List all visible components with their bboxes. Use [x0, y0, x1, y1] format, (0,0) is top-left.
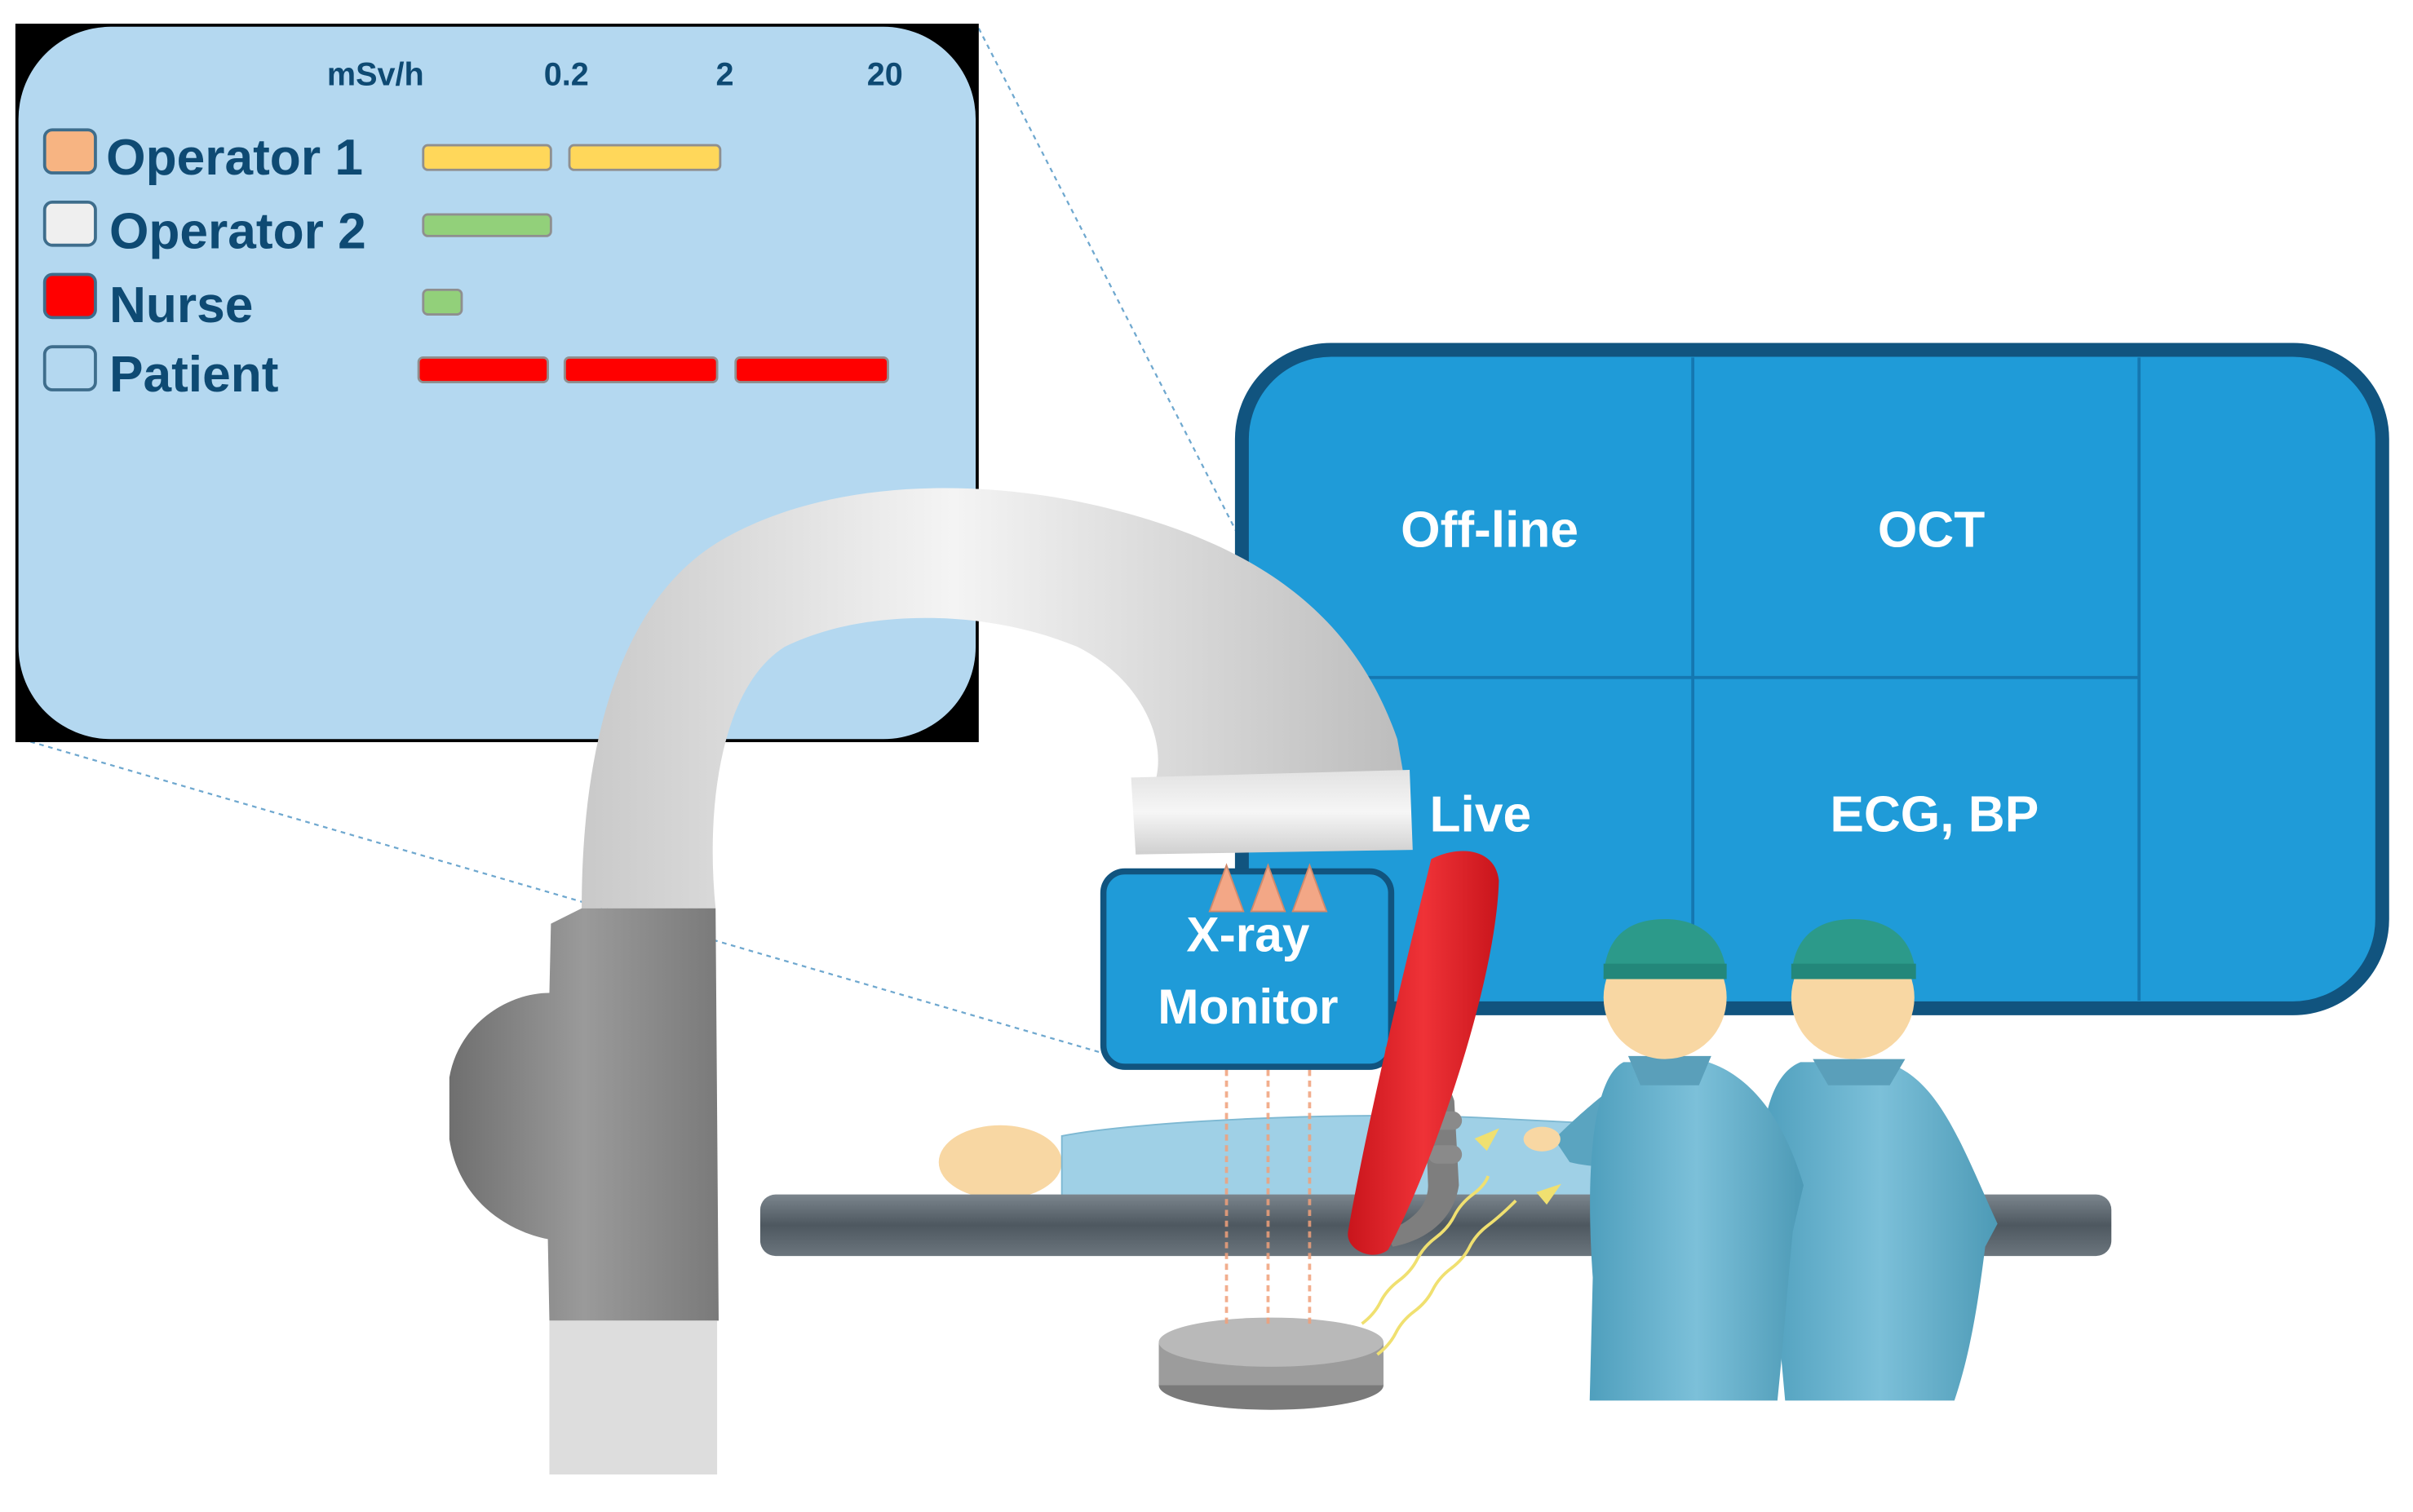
- room-monitor: Off-line OCT Live ECG, BP: [1234, 343, 2389, 1015]
- patient-dose-bar: [417, 356, 550, 384]
- operator-1-hand: [1523, 1126, 1561, 1152]
- operator-1-gown: [1589, 1062, 1804, 1401]
- monitor-cell-ecg-bp: ECG, BP: [1830, 786, 2039, 842]
- nurse-label: Nurse: [109, 277, 253, 334]
- operator-2-collar: [1813, 1059, 1906, 1085]
- patient-dose-bar: [563, 356, 719, 384]
- xray-monitor-label: X-ray: [1186, 907, 1309, 962]
- c-arm-arch: [582, 488, 1409, 909]
- scale-tick-label: 20: [867, 56, 903, 92]
- operator-2-dose-bar: [422, 213, 552, 237]
- monitor-cell-oct: OCT: [1878, 502, 1985, 558]
- operator-1-label: Operator 1: [106, 130, 363, 186]
- xray-dose-monitor: X-ray Monitor: [1100, 868, 1395, 1070]
- monitor-cell-live: Live: [1430, 786, 1532, 842]
- operator-2-figure: [1762, 918, 1998, 1401]
- xray-monitor-box: [1100, 868, 1395, 1070]
- scale-tick-label: 0.2: [544, 56, 589, 92]
- operator-1-collar: [1627, 1055, 1711, 1085]
- operator-2-cap-band: [1791, 963, 1916, 979]
- operator-2-label: Operator 2: [109, 203, 366, 259]
- c-arm-joint: [449, 908, 719, 1321]
- c-arm-gantry: [449, 488, 1413, 1474]
- xray-source: [1158, 1317, 1384, 1410]
- beam-arrowheads: [1208, 863, 1328, 913]
- image-detector: [1131, 769, 1413, 855]
- radiation-shield: [1348, 851, 1499, 1255]
- operator-1-figure: [1523, 918, 1804, 1401]
- nurse-dose-bar: [422, 288, 463, 316]
- zoom-guide-lines: [21, 28, 1251, 1060]
- patient-swatch: [42, 345, 97, 391]
- operator-1-swatch: [42, 128, 97, 175]
- patient-head: [938, 1125, 1062, 1200]
- scale-unit-label: mSv/h: [327, 56, 424, 92]
- shield-panel: [1348, 851, 1499, 1255]
- dose-rate-panel: mSv/h 0.2 2 20 Operator 1 Operator 2 Nur…: [15, 24, 979, 743]
- xray-monitor-label: Monitor: [1158, 979, 1338, 1034]
- operator-1-dose-bar: [568, 144, 722, 171]
- scatter-radiation: [1361, 1128, 1561, 1356]
- c-arm-base: [549, 1320, 718, 1474]
- operator-2-swatch: [42, 200, 97, 247]
- room-monitor-grid: [1249, 357, 2141, 1001]
- scale-tick-label: 2: [716, 56, 734, 92]
- operator-1-cap-band: [1603, 963, 1727, 979]
- monitor-cell-offline: Off-line: [1401, 502, 1578, 558]
- operator-1-dose-bar: [422, 144, 552, 171]
- patient-label: Patient: [109, 347, 279, 403]
- patient-dose-bar: [734, 356, 889, 384]
- operator-2-gown: [1762, 1062, 1998, 1401]
- nurse-swatch: [42, 272, 97, 320]
